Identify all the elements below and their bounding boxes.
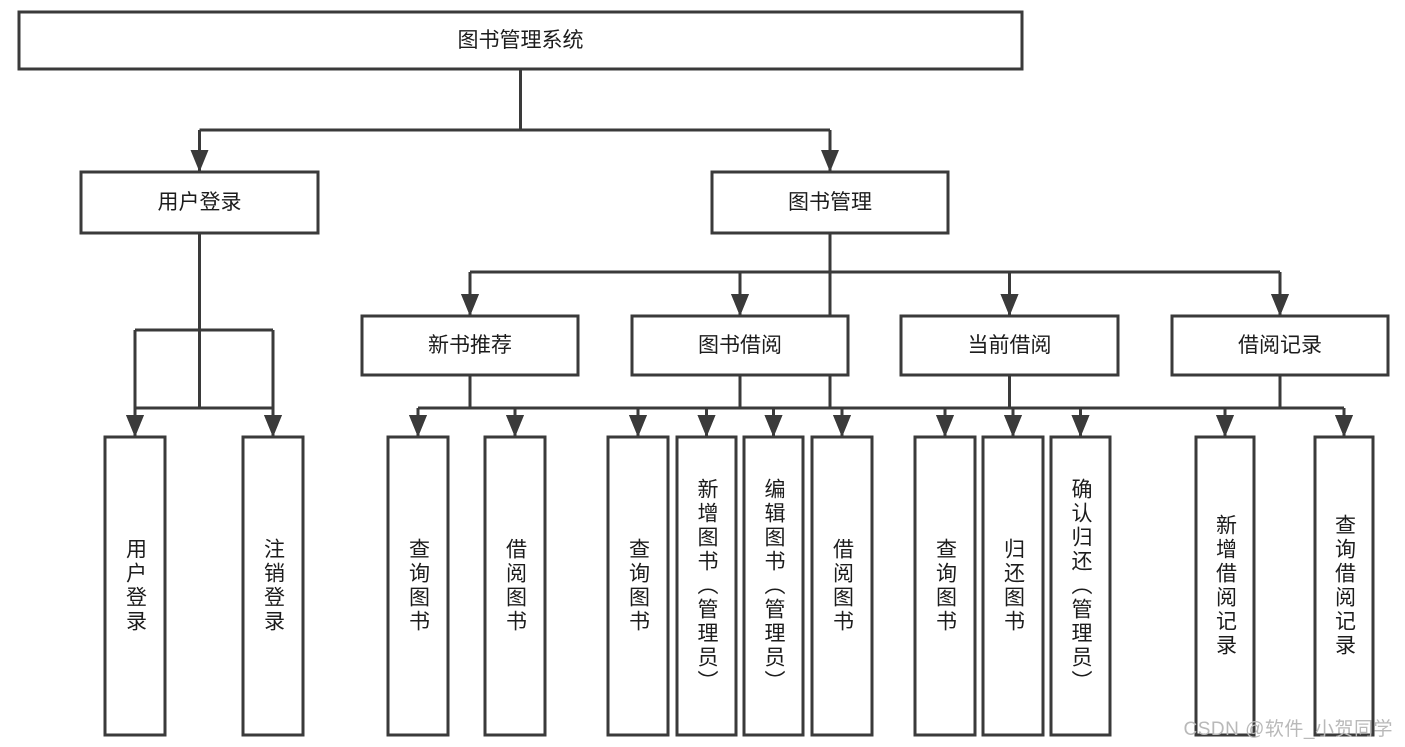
- node-current-borrow[interactable]: [899, 314, 1120, 377]
- node-borrow-add-book[interactable]: [675, 435, 738, 737]
- node-current-query-book[interactable]: [913, 435, 977, 737]
- node-user-logout-leaf[interactable]: [241, 435, 305, 737]
- node-root[interactable]: [17, 10, 1024, 71]
- node-label-book-borrow: 图书借阅: [698, 334, 782, 357]
- node-user-login[interactable]: [79, 170, 320, 235]
- node-current-confirm-return[interactable]: [1049, 435, 1112, 737]
- node-label-current-borrow: 当前借阅: [968, 334, 1052, 357]
- node-user-login-leaf[interactable]: [103, 435, 167, 737]
- node-box-layer: [17, 10, 1390, 737]
- node-book-management[interactable]: [710, 170, 950, 235]
- node-label-user-login: 用户登录: [158, 191, 242, 214]
- node-borrow-borrow-book[interactable]: [810, 435, 874, 737]
- node-recommend-query-book[interactable]: [386, 435, 450, 737]
- watermark-text: CSDN @软件_小贺同学: [1183, 719, 1393, 740]
- node-recommend-borrow-book[interactable]: [483, 435, 547, 737]
- node-label-borrow-record: 借阅记录: [1238, 334, 1322, 357]
- node-current-return-book[interactable]: [981, 435, 1045, 737]
- node-borrow-record[interactable]: [1170, 314, 1390, 377]
- node-record-query[interactable]: [1313, 435, 1375, 737]
- node-new-book-recommend[interactable]: [360, 314, 580, 377]
- node-book-borrow[interactable]: [630, 314, 850, 377]
- node-label-new-book-recommend: 新书推荐: [428, 334, 512, 357]
- node-record-add[interactable]: [1194, 435, 1256, 737]
- connector-layer: [126, 69, 1353, 437]
- node-label-root: 图书管理系统: [458, 29, 584, 52]
- node-borrow-edit-book[interactable]: [742, 435, 805, 737]
- node-label-book-management: 图书管理: [788, 191, 872, 214]
- node-borrow-query-book[interactable]: [606, 435, 670, 737]
